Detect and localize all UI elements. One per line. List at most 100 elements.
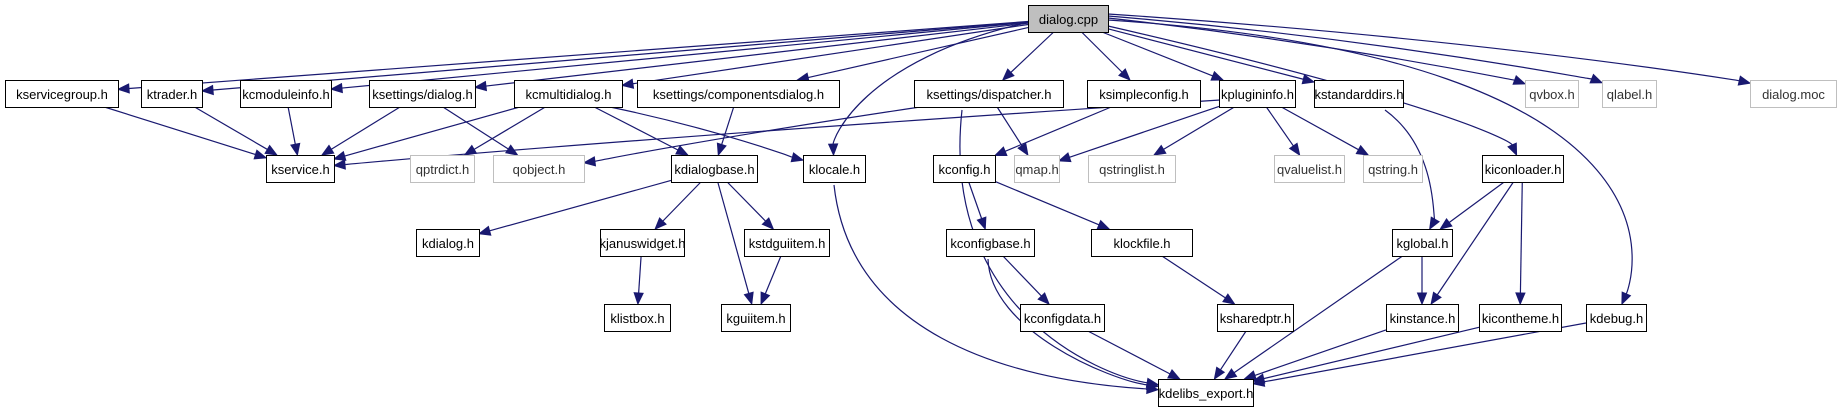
edge-kplugininfo-to-qmap-arrowhead-icon [1057,152,1072,163]
node-label: kinstance.h [1390,311,1456,326]
node-ksimpleconfig[interactable]: ksimpleconfig.h [1087,80,1201,108]
node-ksettings-dispatcher[interactable]: ksettings/dispatcher.h [914,80,1064,108]
node-label: kservicegroup.h [16,87,108,102]
node-kplugininfo[interactable]: kplugininfo.h [1219,80,1296,108]
node-box [1219,80,1296,108]
node-box [914,80,1064,108]
edge-ktrader-to-kservice-arrowhead-icon [264,144,279,156]
node-label: qmap.h [1015,162,1058,177]
node-kcmultidialog[interactable]: kcmultidialog.h [514,80,623,108]
edge-dialog-cpp-to-ksettings-dispatcher [1010,31,1055,73]
node-label: ksettings/componentsdialog.h [653,87,824,102]
node-label: kdialogbase.h [674,162,754,177]
node-qstringlist: qstringlist.h [1088,155,1176,183]
edge-kiconloader-to-kinstance-arrowhead-icon [1430,291,1442,306]
edge-dialog-cpp-to-kdebug-arrowhead-icon [1621,291,1632,306]
edge-ksimpleconfig-to-kconfig-arrowhead-icon [993,146,1008,157]
node-label: ksettings/dialog.h [372,87,472,102]
node-label: ksharedptr.h [1220,311,1292,326]
node-box [5,80,119,108]
edge-kconfig-to-kconfigbase-arrowhead-icon [976,216,987,231]
node-label: kdebug.h [1590,311,1644,326]
edge-kplugininfo-to-qmap [1069,105,1220,158]
node-kstandarddirs[interactable]: kstandarddirs.h [1314,80,1404,108]
edge-kjanuswidget-to-klistbox-arrowhead-icon [633,292,644,306]
edge-dialog-cpp-to-kcmoduleinfo [341,21,1029,89]
edge-kplugininfo-to-kservice-arrowhead-icon [332,159,346,170]
edge-kstdguiitem-to-kguiitem-arrowhead-icon [760,291,771,306]
node-dialog-cpp[interactable]: dialog.cpp [1028,5,1109,33]
node-qmap: qmap.h [1014,155,1060,183]
edge-dialog-cpp-to-ksettings-componentsdialog [807,27,1029,79]
node-kglobal[interactable]: kglobal.h [1392,229,1453,257]
edge-dialog-cpp-to-kservicegroup [128,20,1029,90]
node-box [744,229,830,257]
node-kicontheme[interactable]: kicontheme.h [1479,304,1562,332]
node-box [416,229,480,257]
node-kdelibs-export[interactable]: kdelibs_export.h [1158,379,1254,407]
edge-kconfigbase-to-kconfigdata [1002,255,1042,297]
edge-kstandarddirs-to-kglobal [1384,109,1436,221]
node-ktrader[interactable]: ktrader.h [141,80,203,108]
node-kiconloader[interactable]: kiconloader.h [1482,155,1564,183]
edge-kinstance-to-kdelibs-export [1254,329,1387,376]
edge-kconfig-to-klockfile-arrowhead-icon [1096,219,1111,230]
node-ksettings-componentsdialog[interactable]: ksettings/componentsdialog.h [637,80,840,108]
node-klockfile[interactable]: klockfile.h [1091,229,1193,257]
node-kinstance[interactable]: kinstance.h [1386,304,1459,332]
node-label: klockfile.h [1113,236,1170,251]
edge-kcmoduleinfo-to-kservice [287,106,296,145]
node-kconfigdata[interactable]: kconfigdata.h [1020,304,1105,332]
node-kconfigbase[interactable]: kconfigbase.h [946,229,1035,257]
node-box [369,80,476,108]
node-box [1392,229,1453,257]
edge-kinstance-to-kdelibs-export-arrowhead-icon [1243,370,1258,381]
node-box [1088,155,1176,183]
node-label: kguiitem.h [726,311,785,326]
node-label: kcmoduleinfo.h [242,87,329,102]
edge-klocale-to-kdelibs-export [833,184,1148,390]
node-kstdguiitem[interactable]: kstdguiitem.h [744,229,830,257]
edge-dialog-cpp-to-kiconloader-arrowhead-icon [1507,142,1518,157]
node-box [1750,80,1837,108]
node-klocale[interactable]: klocale.h [803,155,866,183]
node-qvbox: qvbox.h [1525,80,1579,108]
node-box [933,155,996,183]
node-box [1314,80,1404,108]
edge-kconfigbase-to-kdelibs-export [987,258,1148,386]
node-box [604,304,671,332]
node-box [671,155,758,183]
node-label: qvaluelist.h [1277,162,1342,177]
edge-dialog-cpp-to-qvbox [1107,17,1516,81]
node-kcmoduleinfo[interactable]: kcmoduleinfo.h [240,80,332,108]
edge-kplugininfo-to-qstring [1281,106,1359,151]
node-kjanuswidget[interactable]: kjanuswidget.h [600,229,686,257]
node-label: kjanuswidget.h [600,236,686,251]
edge-ksettings-componentsdialog-to-kdialogbase-arrowhead-icon [716,142,727,157]
edge-kservicegroup-to-kservice [104,106,256,156]
node-kservice[interactable]: kservice.h [266,155,335,183]
node-box [1158,379,1254,407]
node-kguiitem[interactable]: kguiitem.h [721,304,791,332]
node-klistbox[interactable]: klistbox.h [604,304,671,332]
edge-kstdguiitem-to-kguiitem [764,255,782,295]
node-box [493,155,585,183]
node-label: qstringlist.h [1099,162,1165,177]
node-kdebug[interactable]: kdebug.h [1586,304,1647,332]
node-box [1525,80,1579,108]
node-ksettings-dialog[interactable]: ksettings/dialog.h [369,80,476,108]
edge-kglobal-to-kdelibs-export-arrowhead-icon [1223,368,1238,380]
node-dialog-moc: dialog.moc [1750,80,1837,108]
edge-kglobal-to-kinstance-arrowhead-icon [1416,292,1428,306]
edge-dialog-cpp-to-kservicegroup-arrowhead-icon [116,83,130,94]
node-label: qptrdict.h [416,162,469,177]
edge-klockfile-to-ksharedptr-arrowhead-icon [1222,293,1236,305]
edge-kdialogbase-to-kstdguiitem [726,181,767,222]
node-ksharedptr[interactable]: ksharedptr.h [1217,304,1294,332]
node-kservicegroup[interactable]: kservicegroup.h [5,80,119,108]
edge-kplugininfo-to-qstring-arrowhead-icon [1355,144,1370,156]
node-kdialogbase[interactable]: kdialogbase.h [671,155,758,183]
edge-dialog-cpp-to-kcmoduleinfo-arrowhead-icon [329,82,343,94]
node-kconfig[interactable]: kconfig.h [933,155,996,183]
node-kdialog[interactable]: kdialog.h [416,229,480,257]
